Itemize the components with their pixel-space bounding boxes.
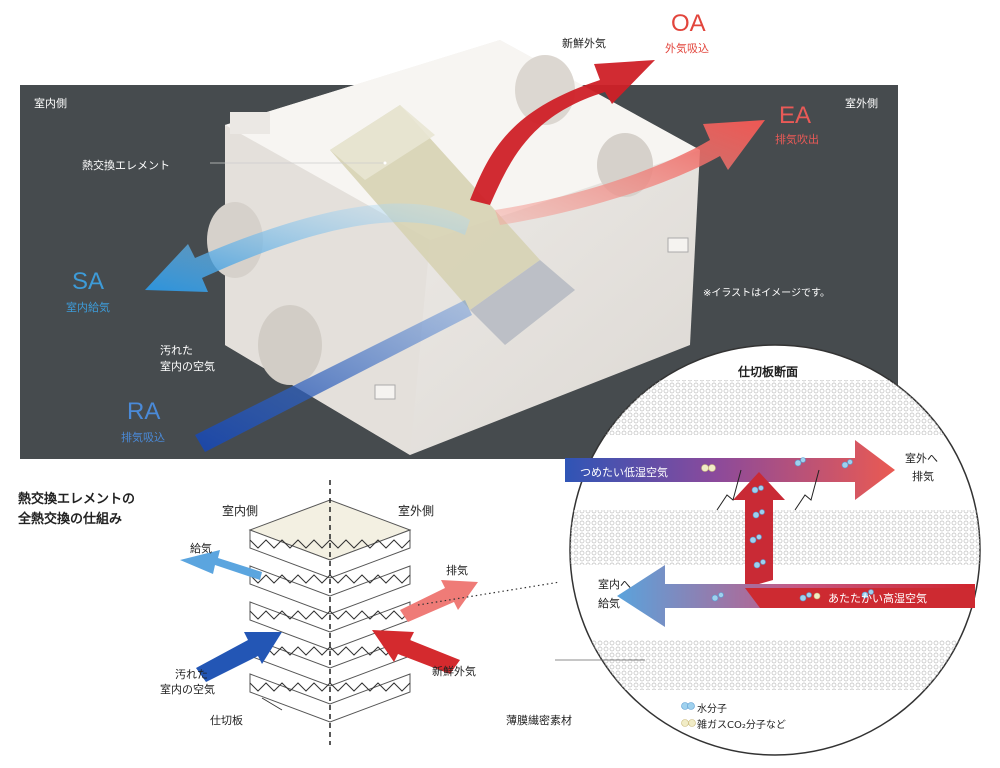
membrane-layer [570,380,980,435]
mount-bracket [667,237,689,253]
zoom-connector [417,581,560,606]
indoor-side-label: 室内側 [34,97,67,110]
mechanism-title-line1: 熱交換エレメントの [18,492,136,507]
mount-bracket [374,384,396,400]
cross-section-title: 仕切板断面 [738,365,799,379]
warm-humid-air-label: あたたかい高湿空気 [828,592,927,605]
ea-desc: 排気吹出 [775,133,819,146]
cold-dry-air-arrow [565,440,895,500]
supply-arrow [180,550,262,580]
membrane-layer [570,640,980,690]
ea-airflow-arrow [495,120,765,225]
fresh-air-label: 新鮮外気 [562,37,606,50]
gas-legend-icon [681,719,689,727]
to-outside-line1: 室外へ [905,452,938,465]
ra-code: RA [127,398,161,425]
exhaust-arrow [400,580,478,622]
ea-code: EA [779,102,812,129]
dirty-air-label-2: 室内の空気 [160,360,215,373]
oa-code: OA [671,10,706,37]
ra-airflow-arrow [195,300,472,452]
element-label: 熱交換エレメント [82,159,170,172]
ra-desc: 排気吸込 [121,431,165,444]
mechanism-title-line2: 全熱交換の仕組み [18,512,123,527]
mechanism-title: 熱交換エレメントの 全熱交換の仕組み [18,490,135,530]
water-molecules [711,457,874,602]
partition-cross-section [555,344,981,756]
oa-desc: 外気吸込 [665,42,709,55]
gas-molecules [701,464,821,600]
water-legend-label: 水分子 [697,704,727,715]
to-inside-line1: 室内へ [598,578,631,591]
exhaust-label: 排気 [446,564,468,577]
dirty-air-label-1: 汚れた [160,344,193,357]
illustration-note: ※イラストはイメージです。 [703,288,830,299]
partition-label: 仕切板 [210,714,243,727]
cold-dry-air-label: つめたい低湿空気 [580,466,668,479]
outdoor-side-label: 室外側 [845,97,878,110]
element-stack-diagram [180,480,560,745]
dirty-air-label-line1: 汚れた [175,668,208,681]
partition-leader-line [261,697,283,711]
sa-airflow-arrow [145,203,470,292]
sa-desc: 室内給気 [66,301,110,314]
fresh-air-label-bottom: 新鮮外気 [432,665,476,678]
membrane-layer [570,510,980,565]
barrier-indicator-right [794,469,820,511]
to-inside-line2: 給気 [598,597,620,610]
membrane-label: 薄膜繊密素材 [506,714,572,727]
dirty-air-label-line2: 室内の空気 [160,683,215,696]
barrier-indicator-left [716,469,742,511]
sa-code: SA [72,268,105,295]
gas-legend-label: 雑ガスCO₂分子など [697,720,786,731]
to-outside-line2: 排気 [912,470,934,483]
dirty-air-arrow [196,632,282,682]
oa-airflow-arrow [470,60,655,205]
element-outdoor-side: 室外側 [398,504,435,518]
fresh-air-arrow [372,630,460,674]
ra-port [258,305,322,385]
moisture-transfer-arrow [733,472,785,588]
supply-label: 給気 [190,542,212,555]
element-indoor-side: 室内側 [222,504,259,518]
